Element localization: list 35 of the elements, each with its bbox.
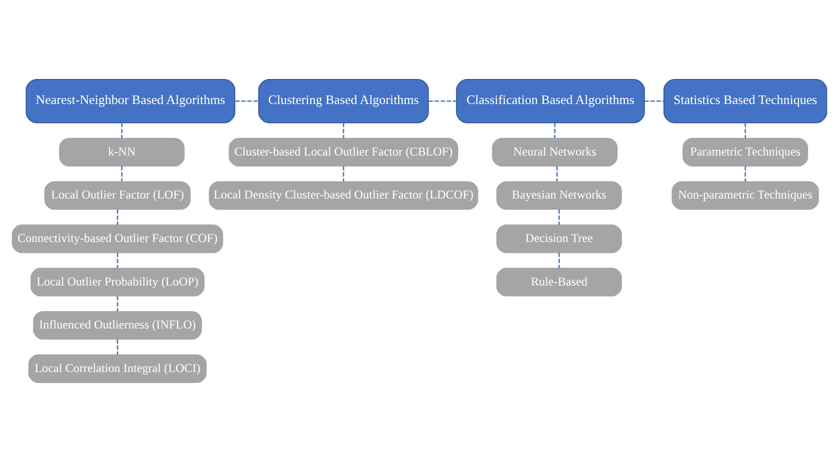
connector [116,208,118,224]
node-box: Local Density Cluster-based Outlier Factor (LDCOF) [208,180,478,210]
node-box: Statistics Based Techniques [663,78,828,123]
connector [744,166,746,182]
node-box: Classification Based Algorithms [456,78,645,123]
connector [342,122,344,138]
node-box: Local Outlier Factor (LOF) [44,180,191,210]
node-box: Influenced Outlierness (INFLO) [33,310,202,340]
node-box: Neural Networks [492,137,618,166]
node-box: Parametric Techniques [682,137,808,166]
node-box: Decision Tree [496,224,622,253]
connector [558,252,560,268]
node-box: Connectivity-based Outlier Factor (COF) [12,224,224,253]
node-box: Clustering Based Algorithms [258,78,429,123]
node-box: Cluster-based Local Outlier Factor (CBLOF) [228,137,458,166]
connector [121,122,122,138]
connector [556,166,558,182]
connector [235,100,258,102]
connector [744,122,746,138]
connector [558,208,560,224]
node-box: k-NN [59,137,185,166]
connector [121,166,122,182]
node-box: Non-parametric Techniques [672,180,819,210]
connector [644,100,664,102]
connector [116,252,118,268]
node-box: Bayesian Networks [496,180,622,210]
node-box: Rule-Based [496,267,622,296]
node-box: Nearest-Neighbor Based Algorithms [26,78,236,123]
connector [342,166,344,182]
node-box: Local Correlation Integral (LOCI) [28,354,207,382]
node-box: Local Outlier Probability (LoOP) [30,267,205,296]
connector [554,122,556,138]
connector [116,296,118,311]
connector [116,338,118,354]
connector [428,100,456,102]
